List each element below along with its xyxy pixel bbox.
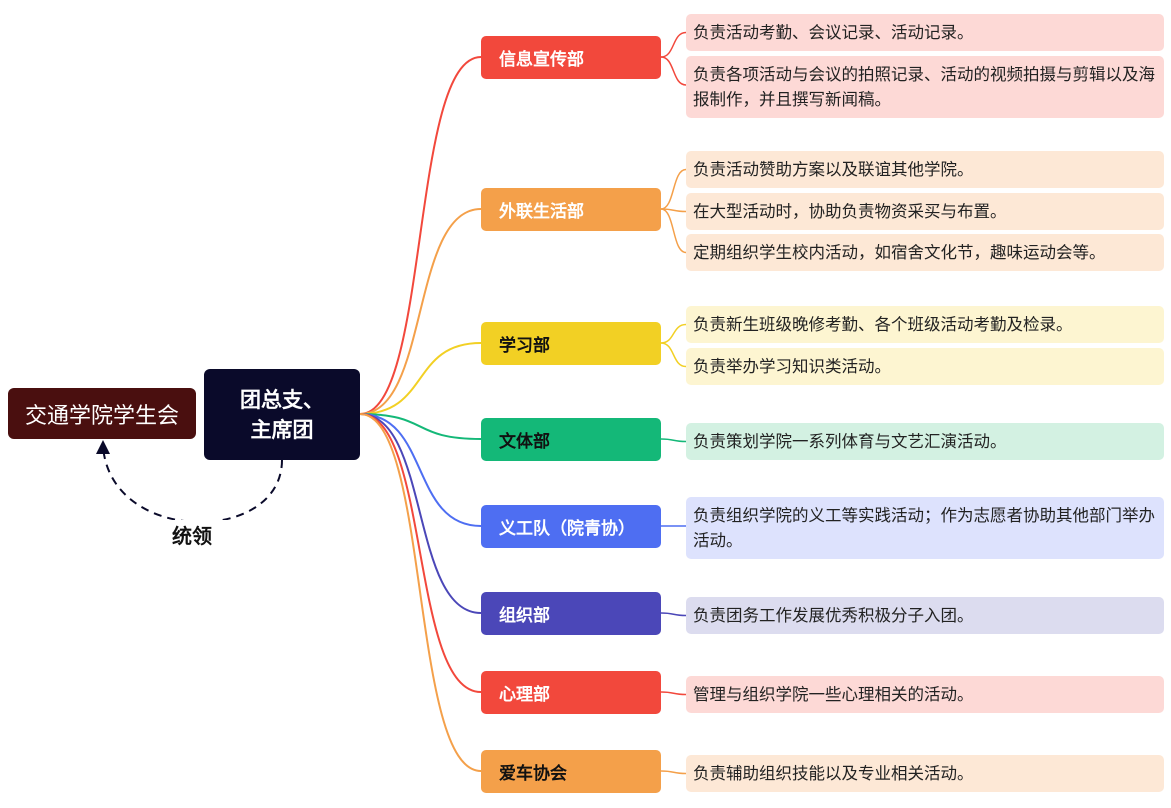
leaf-connector [660,56,687,86]
relation-arrowhead [96,440,110,454]
leaf-connector [660,168,687,210]
leaf-connector [660,438,687,443]
relation-label: 统领 [150,520,234,550]
duty-item: 定期组织学生校内活动，如宿舍文化节，趣味运动会等。 [686,234,1164,271]
leaf-connector [660,691,687,696]
leaf-connector [660,342,687,368]
branch-line [359,413,482,527]
leaf-connector [660,31,687,58]
duty-item: 负责团务工作发展优秀积极分子入团。 [686,597,1164,634]
leaf-connector [660,323,687,344]
duty-item: 负责活动考勤、会议记录、活动记录。 [686,14,1164,51]
department-node: 文体部 [481,418,661,461]
duty-item: 负责各项活动与会议的拍照记录、活动的视频拍摄与剪辑以及海报制作，并且撰写新闻稿。 [686,56,1164,118]
duty-item: 负责策划学院一系列体育与文艺汇演活动。 [686,423,1164,460]
department-node: 组织部 [481,592,661,635]
department-node: 爱车协会 [481,750,661,793]
branch-line [359,342,482,415]
duty-item: 管理与组织学院一些心理相关的活动。 [686,676,1164,713]
department-node: 学习部 [481,322,661,365]
department-node: 外联生活部 [481,188,661,231]
branch-line [359,413,482,693]
leaf-connector [660,770,687,775]
department-node: 义工队（院青协） [481,505,661,548]
leaf-connector [660,612,687,617]
department-node: 心理部 [481,671,661,714]
duty-item: 负责举办学习知识类活动。 [686,348,1164,385]
branch-line [359,56,482,415]
root-node-student-union: 交通学院学生会 [8,388,196,439]
branch-line [359,413,482,440]
duty-item: 负责辅助组织技能以及专业相关活动。 [686,755,1164,792]
duty-item: 负责新生班级晚修考勤、各个班级活动考勤及检录。 [686,306,1164,343]
duty-item: 负责活动赞助方案以及联谊其他学院。 [686,151,1164,188]
department-node: 信息宣传部 [481,36,661,79]
branch-line [359,413,482,614]
center-node-youth-league: 团总支、 主席团 [204,369,360,460]
branch-line [359,208,482,415]
leaf-connector [660,208,687,254]
duty-item: 在大型活动时，协助负责物资采买与布置。 [686,193,1164,230]
duty-item: 负责组织学院的义工等实践活动；作为志愿者协助其他部门举办活动。 [686,497,1164,559]
branch-line [359,413,482,772]
